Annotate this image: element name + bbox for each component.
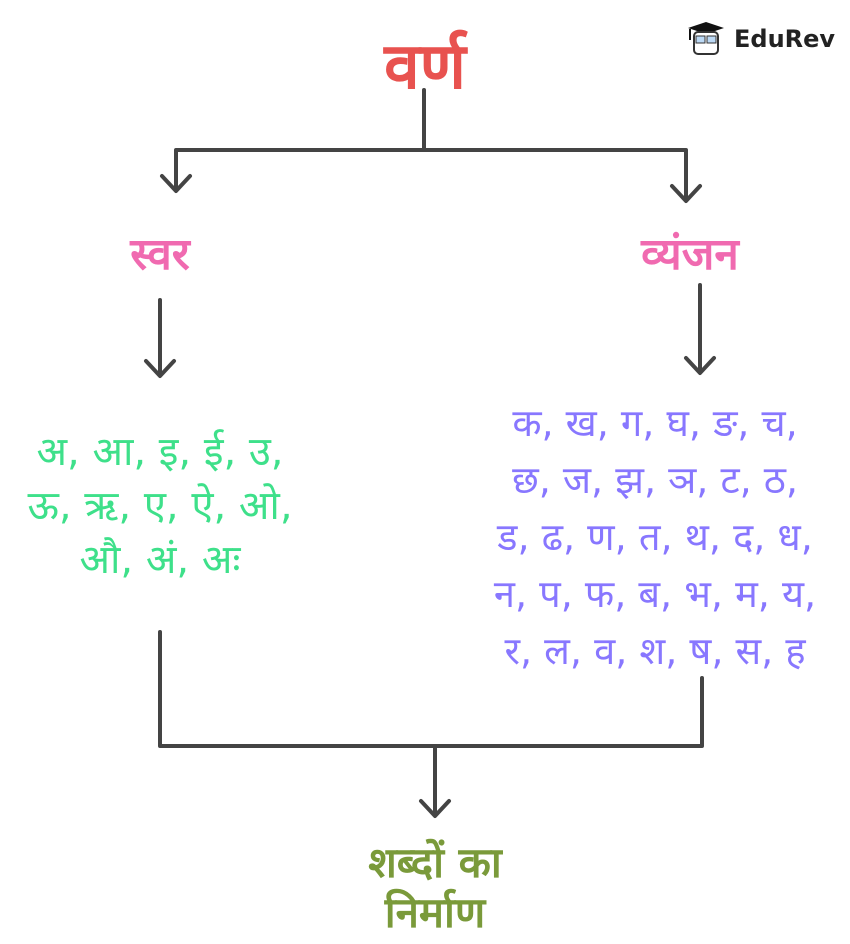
result-line-1: शब्दों का [368,838,502,887]
vyanjan-line: क, ख, ग, घ, ङ, च, [512,401,798,445]
diagram-title: वर्ण [384,30,466,104]
vyanjan-label: व्यंजन [641,229,739,280]
swar-line: अ, आ, इ, ई, उ, [36,429,284,475]
vyanjan-line: छ, ज, झ, ञ, ट, ठ, [512,458,798,502]
vyanjan-line: र, ल, व, श, ष, स, ह [504,629,806,673]
vyanjan-list: क, ख, ग, घ, ङ, च, छ, ज, झ, ञ, ट, ठ, ड, ढ… [460,395,850,680]
graduation-cap-icon [688,22,724,55]
result-line-2: निर्माण [384,888,486,937]
swar-line: ऊ, ऋ, ए, ऐ, ओ, [27,483,293,529]
swar-list: अ, आ, इ, ई, उ, ऊ, ऋ, ए, ऐ, ओ, औ, अं, अः [0,425,320,587]
result-label: शब्दों का निर्माण [300,838,570,938]
swar-line: औ, अं, अः [79,537,241,583]
vyanjan-line: ड, ढ, ण, त, थ, द, ध, [497,515,813,559]
swar-label: स्वर [130,229,190,280]
edurev-logo: EduRev [684,20,835,58]
vyanjan-line: न, प, फ, ब, भ, म, य, [493,572,817,616]
logo-text: EduRev [734,25,836,53]
